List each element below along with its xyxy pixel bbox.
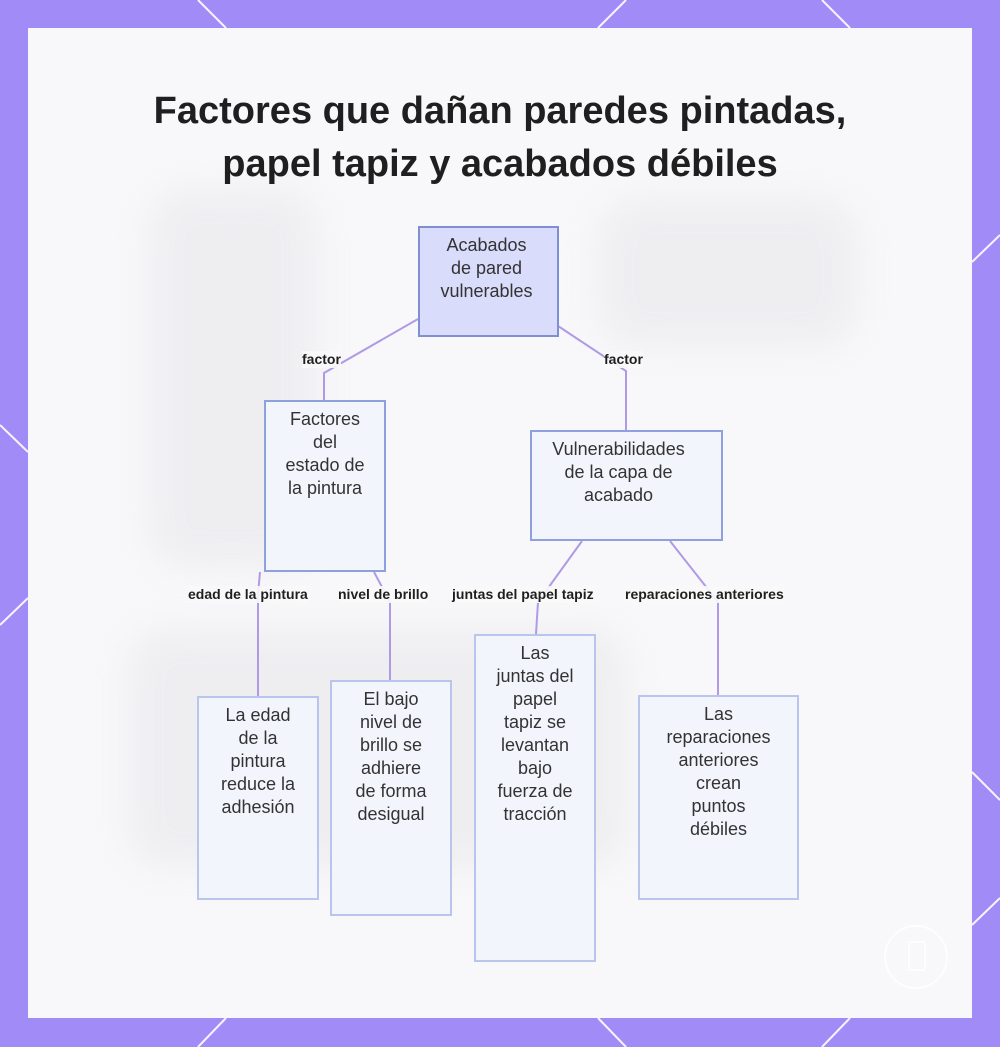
node-gloss-level: El bajo nivel de brillo se adhiere de fo…	[330, 680, 452, 916]
node-previous-repairs: Las reparaciones anteriores crean puntos…	[638, 695, 799, 900]
node-root: Acabados de pared vulnerables	[418, 226, 559, 337]
node-wallpaper-seams: Las juntas del papel tapiz se levantan b…	[474, 634, 596, 962]
watermark-logo-mark	[908, 941, 926, 971]
edge-layer-repairs	[669, 540, 719, 695]
edge-root-layer	[557, 325, 627, 430]
node-layer-vulnerabilities: Vulnerabilidades de la capa de acabado	[530, 430, 723, 541]
edge-label-root-layer: factor	[604, 351, 643, 368]
diagram-title: Factores que dañan paredes pintadas, pap…	[153, 90, 847, 185]
watermark-logo	[884, 925, 948, 989]
node-paint-age: La edad de la pintura reduce la adhesión	[197, 696, 319, 900]
edge-label-layer-repairs: reparaciones anteriores	[625, 586, 784, 603]
diagram-card: Factores que dañan paredes pintadas, pap…	[28, 28, 972, 1018]
edge-root-paint	[323, 318, 419, 400]
edge-label-root-paint: factor	[302, 351, 341, 368]
edge-label-paint-gloss: nivel de brillo	[338, 586, 429, 603]
background-blur	[598, 198, 858, 348]
node-paint-factors: Factores del estado de la pintura	[264, 400, 386, 572]
edge-label-paint-age: edad de la pintura	[188, 586, 308, 603]
edge-label-layer-seams: juntas del papel tapiz	[452, 586, 594, 603]
